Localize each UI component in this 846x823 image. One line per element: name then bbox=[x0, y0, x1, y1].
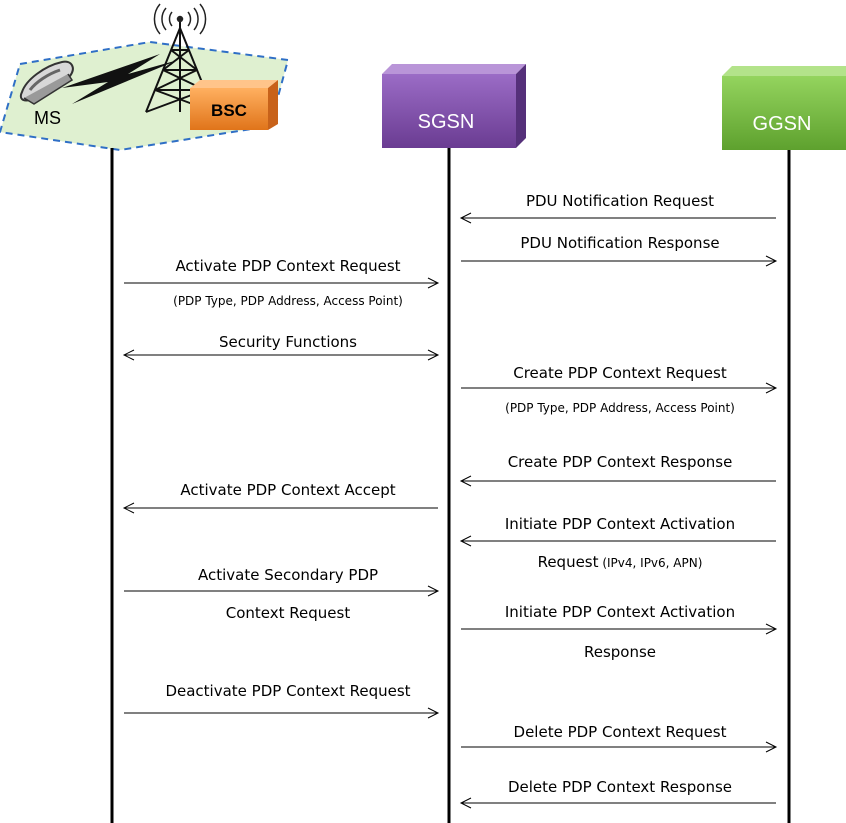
message-label-line2: Context Request bbox=[226, 604, 351, 622]
bsc-label: BSC bbox=[211, 101, 247, 120]
message-label: Activate PDP Context Request bbox=[175, 257, 400, 275]
message-create-pdp-context-request: Create PDP Context Request (PDP Type, PD… bbox=[461, 364, 778, 415]
message-deactivate-pdp-context-request: Deactivate PDP Context Request bbox=[124, 682, 440, 719]
message-label: PDU Notification Response bbox=[520, 234, 719, 252]
message-delete-pdp-context-request: Delete PDP Context Request bbox=[461, 723, 778, 753]
message-parameters: (PDP Type, PDP Address, Access Point) bbox=[173, 294, 403, 308]
message-create-pdp-context-response: Create PDP Context Response bbox=[459, 453, 776, 487]
message-label: Activate Secondary PDP bbox=[198, 566, 378, 584]
message-initiate-pdp-context-activation-response: Initiate PDP Context Activation Response bbox=[461, 603, 778, 661]
message-label-line2: Request bbox=[538, 553, 599, 571]
message-parameters: (IPv4, IPv6, APN) bbox=[599, 556, 703, 570]
bsc-node: BSC bbox=[190, 80, 278, 130]
ggsn-label: GGSN bbox=[753, 113, 812, 135]
message-label: Delete PDP Context Response bbox=[508, 778, 732, 796]
message-pdu-notification-request: PDU Notification Request bbox=[459, 192, 776, 224]
message-activate-pdp-context-request: Activate PDP Context Request (PDP Type, … bbox=[124, 257, 440, 308]
message-initiate-pdp-context-activation-request: Initiate PDP Context Activation Request … bbox=[459, 515, 776, 571]
message-label: Security Functions bbox=[219, 333, 357, 351]
message-label: Create PDP Context Request bbox=[513, 364, 727, 382]
message-label: Create PDP Context Response bbox=[508, 453, 733, 471]
message-label: Initiate PDP Context Activation bbox=[505, 515, 735, 533]
message-label-line2: Response bbox=[584, 643, 656, 661]
radio-link-icon bbox=[62, 54, 178, 104]
message-security-functions: Security Functions bbox=[122, 333, 440, 361]
message-label: Deactivate PDP Context Request bbox=[165, 682, 410, 700]
message-label: Initiate PDP Context Activation bbox=[505, 603, 735, 621]
mobile-phone-icon bbox=[19, 60, 74, 105]
sgsn-label: SGSN bbox=[418, 111, 475, 133]
message-label: Delete PDP Context Request bbox=[514, 723, 727, 741]
message-delete-pdp-context-response: Delete PDP Context Response bbox=[459, 778, 776, 809]
message-label: Activate PDP Context Accept bbox=[180, 481, 395, 499]
message-activate-secondary-pdp-context-request: Activate Secondary PDP Context Request bbox=[124, 566, 440, 622]
message-label: PDU Notification Request bbox=[526, 192, 714, 210]
radio-waves-icon bbox=[153, 3, 207, 35]
ms-label: MS bbox=[34, 108, 61, 128]
sgsn-node: SGSN bbox=[382, 64, 526, 148]
message-activate-pdp-context-accept: Activate PDP Context Accept bbox=[122, 481, 438, 514]
svg-text:Request (IPv4, IPv6, APN): Request (IPv4, IPv6, APN) bbox=[538, 553, 703, 571]
ggsn-node: GGSN bbox=[722, 66, 846, 150]
message-parameters: (PDP Type, PDP Address, Access Point) bbox=[505, 401, 735, 415]
message-pdu-notification-response: PDU Notification Response bbox=[461, 234, 778, 267]
